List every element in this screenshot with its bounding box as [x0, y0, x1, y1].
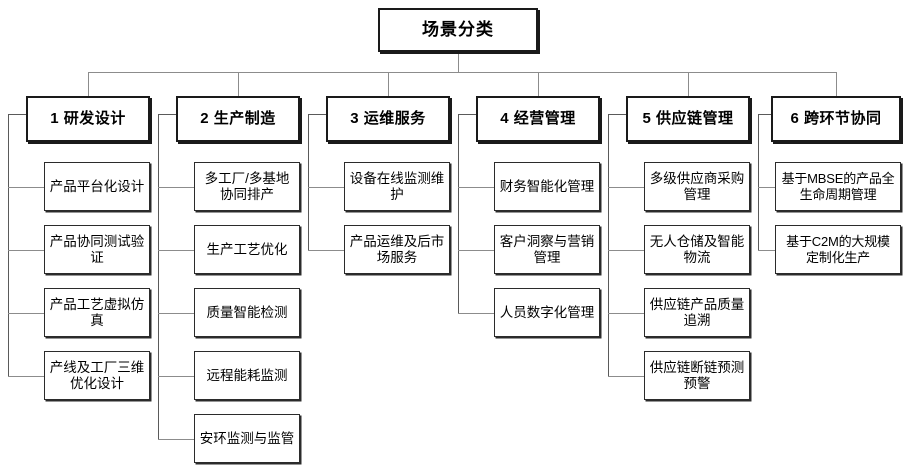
connector-line: [308, 186, 344, 188]
root-node-label: 场景分类: [422, 19, 494, 39]
connector-line: [608, 375, 644, 377]
item-box-4-2[interactable]: 客户洞察与营销管理: [494, 225, 600, 274]
item-label-2-4: 远程能耗监测: [206, 367, 288, 383]
connector-line: [538, 72, 539, 96]
connector-line: [158, 186, 194, 188]
connector-line: [836, 72, 837, 96]
item-label-1-3: 产品工艺虚拟仿真: [49, 296, 145, 328]
category-label-5: 5 供应链管理: [642, 110, 734, 128]
category-label-4: 4 经营管理: [500, 110, 576, 128]
connector-line: [8, 114, 9, 376]
connector-line: [608, 312, 644, 314]
connector-line: [158, 114, 176, 115]
category-label-3: 3 运维服务: [350, 110, 426, 128]
category-box-3[interactable]: 3 运维服务: [326, 96, 450, 142]
connector-line: [158, 375, 194, 377]
item-label-4-2: 客户洞察与营销管理: [499, 233, 595, 265]
item-box-1-2[interactable]: 产品协同测试验证: [44, 225, 150, 274]
category-box-5[interactable]: 5 供应链管理: [626, 96, 750, 142]
connector-line: [388, 72, 389, 96]
item-label-1-1: 产品平台化设计: [49, 178, 145, 194]
category-label-6: 6 跨环节协同: [790, 110, 882, 128]
category-label-1: 1 研发设计: [50, 110, 126, 128]
connector-line: [8, 114, 26, 115]
connector-line: [608, 186, 644, 188]
item-box-3-2[interactable]: 产品运维及后市场服务: [344, 225, 450, 274]
category-label-2: 2 生产制造: [200, 110, 276, 128]
category-box-1[interactable]: 1 研发设计: [26, 96, 150, 142]
item-box-6-2[interactable]: 基于C2M的大规模定制化生产: [775, 225, 901, 274]
item-box-2-1[interactable]: 多工厂/多基地协同排产: [194, 162, 300, 211]
item-box-2-4[interactable]: 远程能耗监测: [194, 351, 300, 400]
item-label-1-4: 产线及工厂三维优化设计: [49, 359, 145, 391]
item-label-4-1: 财务智能化管理: [499, 178, 595, 194]
connector-line: [158, 249, 194, 251]
connector-line: [238, 72, 239, 96]
item-box-3-1[interactable]: 设备在线监测维护: [344, 162, 450, 211]
item-label-2-3: 质量智能检测: [206, 304, 288, 320]
root-node: 场景分类: [378, 8, 538, 52]
connector-line: [308, 249, 344, 251]
item-box-2-3[interactable]: 质量智能检测: [194, 288, 300, 337]
item-label-6-1: 基于MBSE的产品全生命周期管理: [781, 171, 895, 202]
connector-line: [88, 72, 836, 73]
item-box-5-3[interactable]: 供应链产品质量追溯: [644, 288, 750, 337]
connector-line: [458, 186, 494, 188]
item-box-4-1[interactable]: 财务智能化管理: [494, 162, 600, 211]
connector-line: [458, 52, 459, 72]
connector-line: [8, 186, 44, 188]
item-box-5-1[interactable]: 多级供应商采购管理: [644, 162, 750, 211]
item-box-1-1[interactable]: 产品平台化设计: [44, 162, 150, 211]
item-label-6-2: 基于C2M的大规模定制化生产: [786, 234, 890, 265]
connector-line: [158, 312, 194, 314]
item-label-2-2: 生产工艺优化: [206, 241, 288, 257]
item-box-4-3[interactable]: 人员数字化管理: [494, 288, 600, 337]
connector-line: [608, 249, 644, 251]
connector-line: [458, 114, 476, 115]
item-label-3-1: 设备在线监测维护: [349, 170, 445, 202]
connector-line: [608, 114, 609, 376]
connector-line: [308, 114, 309, 250]
connector-line: [308, 114, 326, 115]
connector-line: [608, 114, 626, 115]
connector-line: [458, 312, 494, 314]
item-box-1-4[interactable]: 产线及工厂三维优化设计: [44, 351, 150, 400]
category-box-6[interactable]: 6 跨环节协同: [771, 96, 901, 142]
connector-line: [158, 438, 194, 440]
item-label-5-1: 多级供应商采购管理: [649, 170, 745, 202]
category-box-4[interactable]: 4 经营管理: [476, 96, 600, 142]
item-box-5-4[interactable]: 供应链断链预测预警: [644, 351, 750, 400]
item-box-2-5[interactable]: 安环监测与监管: [194, 414, 300, 463]
item-box-5-2[interactable]: 无人仓储及智能物流: [644, 225, 750, 274]
connector-line: [688, 72, 689, 96]
item-label-1-2: 产品协同测试验证: [49, 233, 145, 265]
connector-line: [758, 186, 775, 188]
connector-line: [8, 312, 44, 314]
item-label-2-5: 安环监测与监管: [199, 430, 295, 446]
item-label-5-3: 供应链产品质量追溯: [649, 296, 745, 328]
connector-line: [8, 375, 44, 377]
connector-line: [758, 249, 775, 251]
item-box-6-1[interactable]: 基于MBSE的产品全生命周期管理: [775, 162, 901, 211]
connector-line: [758, 114, 771, 115]
item-label-5-4: 供应链断链预测预警: [649, 359, 745, 391]
item-box-2-2[interactable]: 生产工艺优化: [194, 225, 300, 274]
item-label-2-1: 多工厂/多基地协同排产: [204, 170, 290, 202]
item-label-3-2: 产品运维及后市场服务: [349, 233, 445, 265]
connector-line: [158, 114, 159, 439]
connector-line: [88, 72, 89, 96]
category-box-2[interactable]: 2 生产制造: [176, 96, 300, 142]
connector-line: [758, 114, 759, 250]
item-box-1-3[interactable]: 产品工艺虚拟仿真: [44, 288, 150, 337]
connector-line: [458, 249, 494, 251]
connector-line: [8, 249, 44, 251]
item-label-4-3: 人员数字化管理: [499, 304, 595, 320]
connector-line: [458, 114, 459, 313]
item-label-5-2: 无人仓储及智能物流: [649, 233, 745, 265]
